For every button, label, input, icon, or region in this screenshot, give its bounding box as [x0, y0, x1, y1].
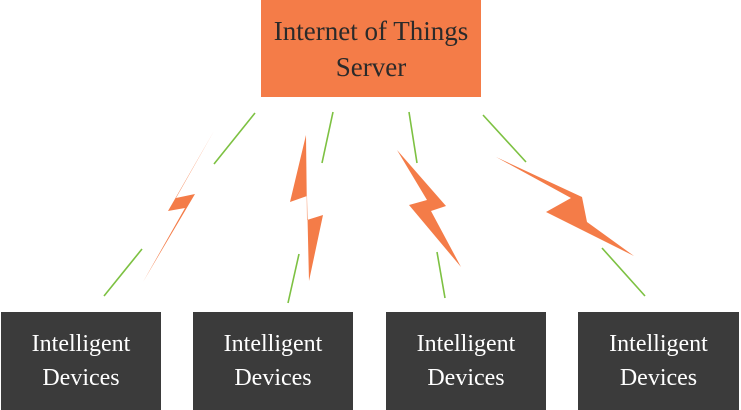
- lightning-bolt-icon: [290, 135, 323, 281]
- device-label-line1: Intelligent: [31, 331, 131, 357]
- iot-server-box: Internet of Things Server: [261, 0, 481, 97]
- server-label-line2: Server: [335, 51, 407, 82]
- lightning-bolt-icon: [397, 150, 461, 267]
- link-line-bottom: [287, 253, 300, 304]
- link-line-bottom: [601, 247, 646, 297]
- device-box-bg: [193, 312, 353, 410]
- intelligent-device-box-1: Intelligent Devices: [1, 312, 161, 410]
- link-line-top: [321, 111, 334, 164]
- device-box-bg: [386, 312, 546, 410]
- intelligent-device-box-3: Intelligent Devices: [386, 312, 546, 410]
- wireless-link-4: [482, 114, 646, 297]
- link-line-top: [408, 111, 418, 164]
- device-box-bg: [1, 312, 161, 410]
- device-label-line1: Intelligent: [416, 331, 516, 357]
- link-line-bottom: [103, 248, 143, 297]
- link-line-bottom: [436, 251, 446, 299]
- lightning-bolt-icon: [496, 157, 634, 256]
- server-box-bg: [261, 0, 481, 97]
- wireless-link-3: [397, 111, 461, 299]
- link-line-top: [213, 112, 256, 165]
- wireless-link-2: [287, 111, 334, 304]
- device-box-bg: [578, 312, 739, 410]
- device-label-line2: Devices: [42, 365, 120, 391]
- device-label-line1: Intelligent: [609, 331, 708, 357]
- intelligent-device-box-4: Intelligent Devices: [578, 312, 739, 410]
- wireless-link-1: [103, 112, 256, 297]
- device-label-line2: Devices: [619, 365, 698, 391]
- device-label-line2: Devices: [234, 365, 312, 391]
- link-line-top: [482, 114, 527, 163]
- server-label-line1: Internet of Things: [273, 15, 469, 46]
- device-label-line2: Devices: [427, 365, 505, 391]
- lightning-bolt-icon: [143, 131, 214, 282]
- intelligent-device-box-2: Intelligent Devices: [193, 312, 353, 410]
- device-label-line1: Intelligent: [223, 331, 323, 357]
